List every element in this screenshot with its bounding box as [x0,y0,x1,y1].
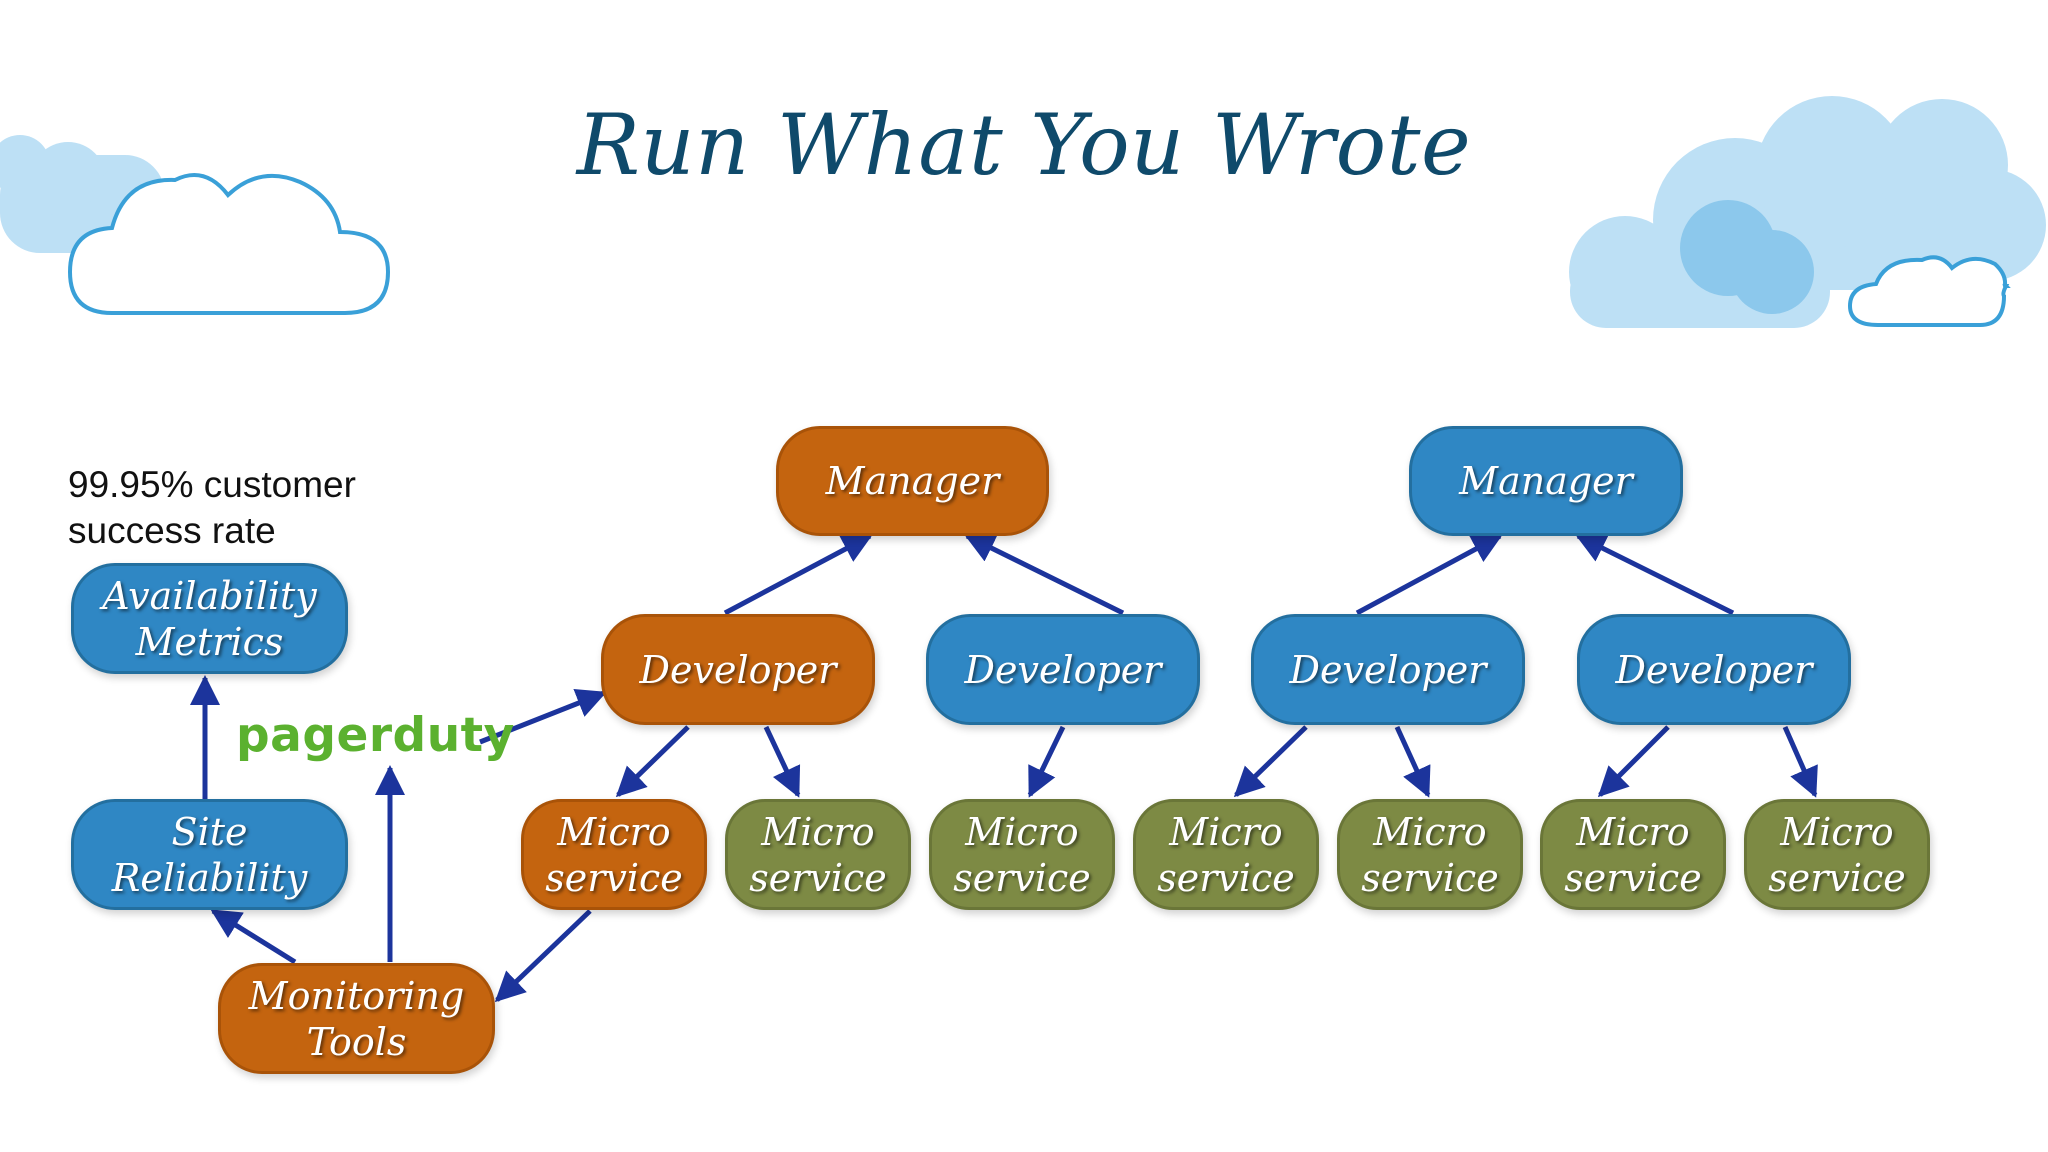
arrow-developer4-to-ms6 [1597,725,1670,798]
arrow-developer1-to-ms1 [615,725,690,798]
arrow-monitoring-to-site [210,908,297,965]
node-developer-4: Developer [1577,614,1851,725]
cloud-right-outline [1847,255,2011,327]
node-microservice-3: Micro service [929,799,1115,910]
node-developer-3: Developer [1251,614,1525,725]
node-microservice-4: Micro service [1133,799,1319,910]
pagerduty-logo: pagerduty [236,708,515,763]
success-rate-note: 99.95% customer success rate [68,464,356,551]
node-manager-left: Manager [776,426,1049,536]
node-site-reliability: Site Reliability [71,799,348,910]
arrow-developer4-to-manager-right [1575,533,1735,616]
arrow-developer4-to-ms7 [1782,725,1818,798]
arrow-developer1-to-ms2 [763,725,801,798]
cloud-right-accent [1680,200,1814,314]
cloud-left-outline [67,173,391,315]
arrow-developer2-to-manager-left [964,533,1125,616]
node-manager-right: Manager [1409,426,1683,536]
arrow-developer3-to-manager-right [1355,533,1503,616]
arrow-developer3-to-ms4 [1233,725,1308,798]
node-developer-2: Developer [926,614,1200,725]
node-microservice-5: Micro service [1337,799,1523,910]
node-microservice-6: Micro service [1540,799,1726,910]
node-monitoring-tools: Monitoring Tools [218,963,495,1074]
node-microservice-2: Micro service [725,799,911,910]
arrow-pagerduty-to-developer [479,688,607,745]
arrow-developer1-to-manager-left [723,533,873,616]
arrow-developer3-to-ms5 [1394,725,1431,798]
node-microservice-1: Micro service [521,799,707,910]
node-microservice-7: Micro service [1744,799,1930,910]
node-developer-1: Developer [601,614,875,725]
arrow-microservice-to-monitoring [494,909,592,1003]
arrow-developer2-to-ms3 [1027,725,1066,798]
page-title: Run What You Wrote [576,96,1472,194]
node-availability-metrics: Availability Metrics [71,563,348,674]
